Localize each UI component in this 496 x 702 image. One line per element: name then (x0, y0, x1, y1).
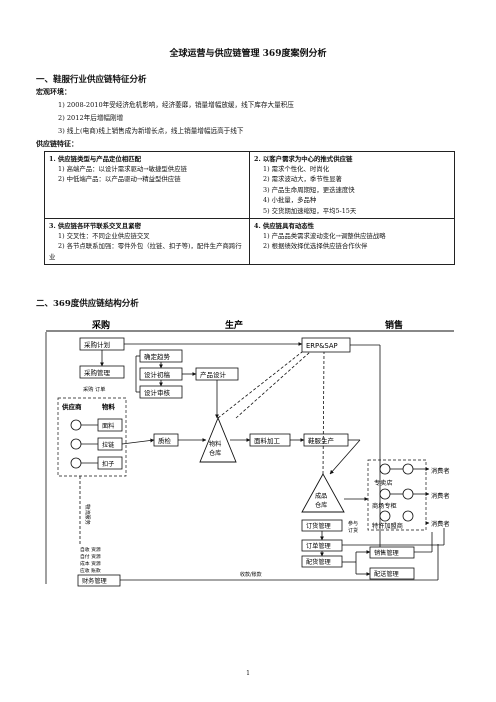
material-warehouse (199, 416, 237, 463)
delivery-label: 配货管理 (306, 558, 331, 566)
purchase-plan-label: 采购计划 (84, 340, 110, 349)
section2-heading: 二、369度供应链结构分析 (36, 299, 139, 309)
fabric-process-label: 面料加工 (254, 436, 281, 445)
fabric-label: 面料 (102, 422, 114, 430)
button-label: 扣子 (102, 460, 114, 468)
feature-item: 1) 高端产品：以设计需求驱动→敏捷型供应链 (58, 165, 187, 173)
feature-cell: 3. 供应链各环节联系交叉且紧密 1) 交叉性：不同企业供应链交叉 2) 各节点… (44, 218, 250, 266)
macro-item: 2) 2012年后增幅刚增 (58, 114, 124, 122)
supplier-group (57, 397, 127, 477)
dist-mgmt-label: 配送管理 (374, 570, 399, 578)
feature-title: 3. 供应链各环节联系交叉且紧密 (49, 222, 141, 231)
channel-group (367, 459, 427, 531)
section1-heading: 一、鞋服行业供应链特征分析 (36, 75, 147, 85)
consumer-1: 消费者 (431, 467, 450, 475)
feature-label: 供应链特征： (36, 139, 78, 148)
consumer-2: 消费者 (431, 492, 450, 500)
macro-item: 1) 2008-2010年受经济危机影响，经济萎靡，销量增幅放缓，线下库存大量积… (58, 101, 294, 109)
finance-label: 财务管理 (82, 577, 107, 585)
product-design-label: 产品设计 (200, 370, 227, 379)
qc-label: 质检 (158, 436, 172, 445)
order-side-line1: 参与 (348, 520, 358, 527)
macro-label: 宏观环境： (36, 87, 71, 96)
order-side-line2: 订货 (348, 527, 358, 534)
material-label: 物料 (102, 402, 116, 411)
feature-title: 1. 供应链类型与产品定位相匹配 (49, 155, 141, 163)
feature-title: 2. 以客户需求为中心的推式供应链 (254, 155, 353, 163)
channel-franchise: 特许加盟商 (372, 522, 403, 530)
sales-mgmt-label: 销售管理 (374, 549, 399, 557)
finance-box (77, 574, 121, 587)
feature-item: 2) 需求波动大，季节性显著 (263, 175, 342, 184)
receipt-label: 收款/账款 (240, 571, 262, 578)
feature-item: 4) 小批量，多品种 (263, 196, 317, 205)
feature-item: 5) 交货期加速缩短，平均5-15天 (263, 206, 357, 215)
purchase-order-label: 采购 订单 (83, 385, 105, 393)
fabric-box (97, 418, 123, 432)
order-mgmt-label: 订货管理 (306, 522, 331, 530)
product-warehouse-line1: 成品 (315, 492, 327, 500)
finance-item-1: 自收 资源 (80, 546, 101, 553)
stage-production: 生产 (225, 319, 243, 331)
purchase-mgmt-label: 采购管理 (84, 368, 111, 377)
stage-sales: 销售 (385, 319, 403, 331)
garment-label: 鞋服生产 (308, 436, 335, 445)
finance-item-2: 自付 资源 (80, 553, 101, 560)
material-warehouse-line2: 仓库 (209, 449, 221, 457)
product-warehouse-line2: 仓库 (315, 501, 327, 509)
feature-cell: 1. 供应链类型与产品定位相匹配 1) 高端产品：以设计需求驱动→敏捷型供应链 … (44, 150, 250, 220)
confirm-trend-label: 确定趋势 (144, 352, 171, 361)
consumer-3: 消费者 (431, 520, 450, 528)
feature-item: 3) 产品生命周期短，更迭速度快 (263, 185, 355, 194)
feature-cell: 4. 供应链具有动态性 1) 产品品类需求波动变化→调整供应链战略 2) 根据绩… (249, 218, 455, 266)
feature-cell: 2. 以客户需求为中心的推式供应链 1) 需求个性化、时尚化 2) 需求波动大，… (249, 150, 455, 220)
page-number: 1 (246, 670, 250, 677)
button-box (97, 456, 123, 470)
page-title: 全球运营与供应链管理 369度案例分析 (169, 49, 327, 59)
zipper-label: 拉链 (102, 441, 115, 449)
product-warehouse (301, 473, 345, 513)
feature-item: 1) 交叉性：不同企业供应链交叉 (58, 232, 150, 241)
stage-purchase: 采购 (91, 319, 110, 331)
finance-item-4: 应收 账款 (80, 567, 101, 574)
feature-item: 2) 中低端产品：以产品驱动→精益型供应链 (58, 175, 181, 184)
channel-counter: 商场专柜 (372, 502, 397, 510)
erp-label: ERP&SAP (306, 342, 338, 350)
feature-item: 1) 产品品类需求波动变化→调整供应链战略 (263, 232, 386, 241)
channel-store: 专卖店 (374, 479, 393, 487)
design-review-label: 设计审核 (144, 388, 171, 397)
logistics-label: 物流服务 (84, 504, 92, 525)
design-draft-label: 设计初稿 (144, 370, 171, 379)
order-mgmt2-label: 订单管理 (306, 542, 331, 550)
feature-title: 4. 供应链具有动态性 (254, 222, 315, 231)
supply-chain-diagram: 采购 生产 销售 采购计划 采购管理 采购 订单 供应商 物料 面料 拉链 扣子… (45, 319, 454, 587)
feature-item: 2) 各节点联系加强：零件外包（拉链、扣子等)，配件生产商跨行业 (49, 242, 242, 261)
macro-item: 3) 线上(电商)线上销售成为新增长点，线上销量增幅远高于线下 (58, 127, 244, 135)
supplier-label: 供应商 (61, 402, 82, 411)
feature-item: 2) 根据绩效择优选择供应链合作伙伴 (263, 242, 368, 251)
feature-table: 1. 供应链类型与产品定位相匹配 1) 高端产品：以设计需求驱动→敏捷型供应链 … (44, 150, 455, 266)
finance-item-3: 成本 资源 (80, 560, 101, 567)
feature-item: 1) 需求个性化、时尚化 (263, 165, 330, 173)
material-warehouse-line1: 物料 (209, 440, 221, 448)
